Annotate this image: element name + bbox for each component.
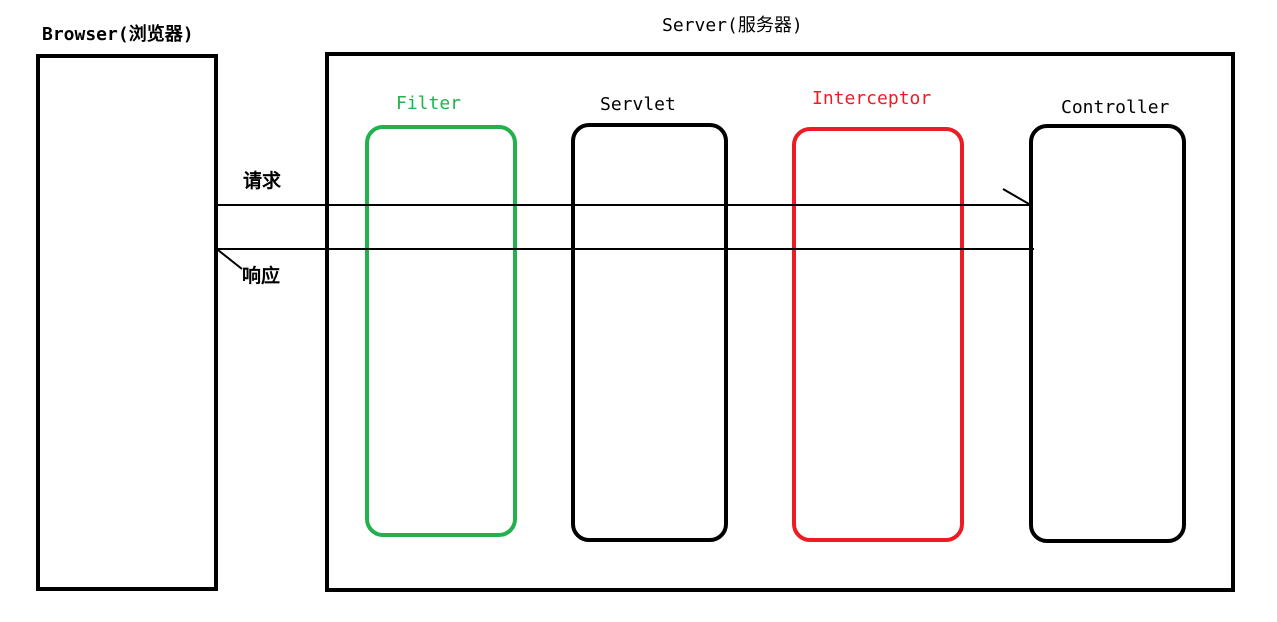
- controller-box: [1029, 124, 1186, 543]
- controller-label: Controller: [1061, 97, 1170, 118]
- interceptor-box: [792, 127, 964, 542]
- request-label: 请求: [243, 170, 282, 192]
- server-box: [325, 52, 1235, 592]
- server-label: Server(服务器): [662, 15, 803, 36]
- response-label: 响应: [242, 265, 281, 287]
- filter-box: [365, 125, 517, 537]
- request-arrowhead: [1002, 188, 1030, 205]
- browser-label: Browser(浏览器): [42, 24, 194, 45]
- servlet-box: [571, 123, 728, 542]
- response-line: [218, 248, 1034, 250]
- response-arrowhead: [217, 249, 243, 270]
- servlet-label: Servlet: [600, 94, 676, 115]
- request-line: [218, 204, 1030, 206]
- browser-box: [36, 54, 218, 591]
- interceptor-label: Interceptor: [812, 88, 932, 109]
- filter-label: Filter: [396, 93, 462, 114]
